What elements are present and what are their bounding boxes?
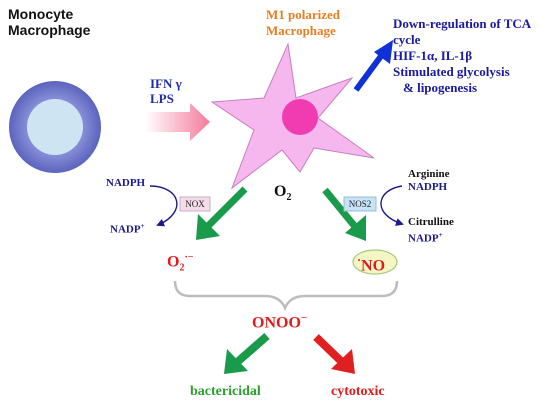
effects-line2: cycle bbox=[393, 32, 421, 47]
cytotoxic-label: cytotoxic bbox=[331, 384, 385, 399]
center-o2-base: O bbox=[274, 183, 287, 200]
nadp-right: NADP+ bbox=[408, 229, 454, 246]
peroxynitrite-base: ONOO bbox=[252, 314, 301, 332]
superoxide-sup: ·− bbox=[184, 252, 194, 263]
bactericidal-arrow bbox=[224, 332, 270, 374]
citrulline-label: Citrulline bbox=[408, 216, 454, 228]
m1-label-line2: Macrophage bbox=[266, 23, 336, 38]
nadp-right-base: NADP bbox=[408, 232, 439, 245]
effects-line3: HIF-1α, IL-1β bbox=[393, 48, 473, 63]
stimulus-ifn: IFN γ bbox=[150, 76, 182, 91]
nos2-arrow bbox=[322, 187, 366, 241]
effects-line1: Down-regulation of TCA bbox=[393, 16, 532, 31]
arginine-label: Arginine bbox=[408, 168, 450, 180]
arginine-block: Arginine NADPH bbox=[408, 168, 450, 194]
nos2-box bbox=[343, 196, 377, 212]
peroxynitrite-label: ONOO− bbox=[252, 312, 307, 332]
superoxide-sub: 2 bbox=[179, 262, 185, 274]
effects-line5: & lipogenesis bbox=[403, 80, 478, 95]
stimulus-lps: LPS bbox=[150, 91, 174, 106]
nadp-left-sup: + bbox=[140, 222, 145, 230]
nox-box bbox=[179, 196, 211, 212]
m1-label-line1: M1 polarized bbox=[266, 7, 341, 22]
m1-macrophage-cell bbox=[210, 42, 375, 190]
cytotoxic-arrow bbox=[313, 334, 355, 374]
nox-label: NOX bbox=[185, 199, 205, 209]
nadp-left-base: NADP bbox=[110, 223, 141, 236]
nadph-left: NADPH bbox=[106, 177, 146, 189]
nox-arrow bbox=[196, 186, 248, 240]
monocyte-label: Monocyte Macrophage bbox=[8, 6, 90, 38]
superoxide-label: O2·− bbox=[167, 252, 194, 274]
nadp-right-sup: + bbox=[438, 231, 443, 239]
nitric-oxide-dot: · bbox=[357, 253, 362, 267]
monocyte-cell bbox=[9, 81, 101, 173]
stimulus-label: IFN γ LPS bbox=[150, 76, 182, 106]
nadph-right: NADPH bbox=[408, 181, 448, 193]
stimulus-arrow bbox=[145, 103, 210, 141]
bactericidal-label: bactericidal bbox=[190, 384, 261, 399]
center-o2: O2 bbox=[274, 183, 291, 203]
m1-label: M1 polarized Macrophage bbox=[266, 7, 340, 39]
nos2-label: NOS2 bbox=[348, 199, 372, 209]
monocyte-label-line2: Macrophage bbox=[8, 22, 91, 38]
no-oval bbox=[352, 249, 398, 275]
center-o2-sub: 2 bbox=[286, 192, 292, 204]
effects-line4: Stimulated glycolysis bbox=[393, 64, 510, 79]
nitric-oxide-label: ·NO bbox=[357, 253, 385, 275]
monocyte-label-line1: Monocyte bbox=[8, 6, 74, 22]
superoxide-base: O bbox=[167, 253, 180, 271]
nadph-curve-left bbox=[149, 185, 178, 227]
nitric-oxide-base: NO bbox=[361, 257, 386, 275]
combine-brace bbox=[173, 280, 399, 312]
nadp-left: NADP+ bbox=[110, 222, 145, 236]
peroxynitrite-sup: − bbox=[300, 312, 308, 324]
citrulline-block: Citrulline NADP+ bbox=[408, 216, 454, 246]
effects-arrow bbox=[353, 40, 393, 92]
effects-label: Down-regulation of TCA cycle HIF-1α, IL-… bbox=[393, 16, 531, 96]
arginine-curve-right bbox=[380, 185, 404, 226]
